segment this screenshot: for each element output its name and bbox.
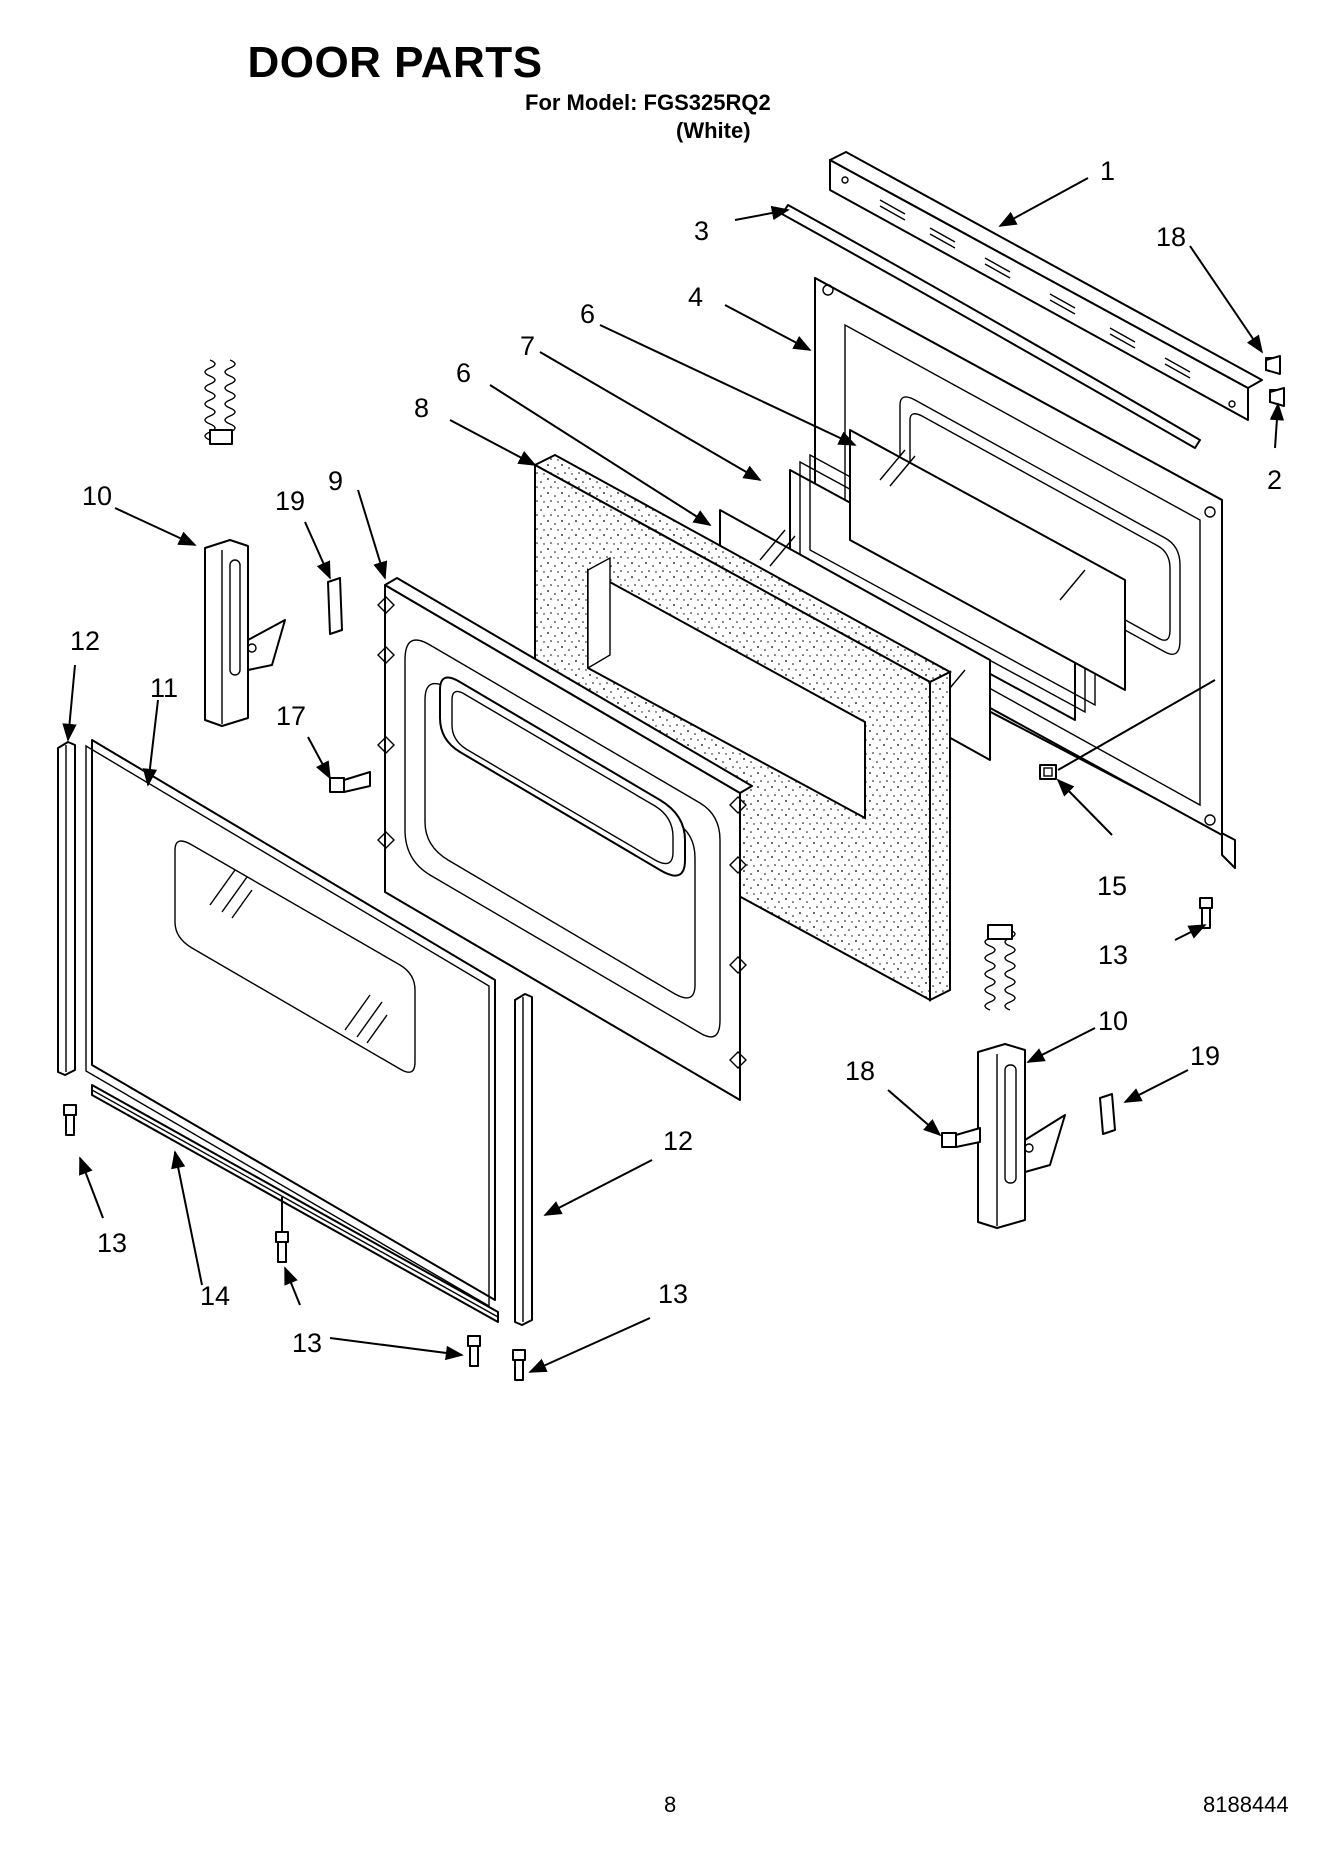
callout-leaders [62,177,1285,1373]
callout-11: 11 [150,673,178,703]
part-trim-strip [781,204,1201,449]
callout-numbers: 1 2 3 4 6 6 7 8 9 10 10 11 12 12 13 13 1… [70,156,1282,1358]
callout-6-upper: 6 [580,299,595,329]
part-screws-13 [63,897,1213,1381]
part-clip-19-left [327,577,343,635]
callout-19-left: 19 [275,486,305,516]
color-line: (White) [676,118,751,143]
part-screw-18-right [941,1127,981,1148]
callout-1: 1 [1100,156,1115,186]
part-insulation [532,453,953,1002]
callout-12-right: 12 [663,1126,693,1156]
callout-13-left: 13 [97,1228,127,1258]
callout-14: 14 [200,1281,230,1311]
part-hinge-left [204,359,286,727]
part-side-trim-left [57,741,76,1076]
callout-15: 15 [1097,871,1127,901]
callout-19-right: 19 [1190,1041,1220,1071]
part-screw-17 [329,771,371,793]
part-hinge-right [977,924,1066,1229]
part-bottom-trim [91,1084,499,1323]
callout-6-lower: 6 [456,358,471,388]
callout-18-bottom: 18 [845,1056,875,1086]
callout-2: 2 [1267,465,1282,495]
document-number: 8188444 [1203,1792,1289,1817]
part-side-trim-right [514,993,533,1326]
callout-9: 9 [328,466,343,496]
callout-10-left: 10 [82,481,112,511]
part-clip-15 [1039,764,1057,780]
page-title: DOOR PARTS [247,38,543,87]
callout-12-left: 12 [70,626,100,656]
callout-18-top: 18 [1156,222,1186,252]
part-vent-trim [829,151,1263,421]
callout-4: 4 [688,282,703,312]
callout-13-bottom-right: 13 [658,1279,688,1309]
part-clip-19-right [1099,1093,1116,1135]
part-door-liner [377,577,753,1101]
model-line: For Model: FGS325RQ2 [525,90,771,115]
part-screws-18-2-top [1265,355,1285,407]
callout-3: 3 [694,216,709,246]
page-number: 8 [664,1792,677,1817]
callout-7: 7 [520,331,535,361]
callout-13-right-top: 13 [1098,940,1128,970]
callout-13-bottom: 13 [292,1328,322,1358]
callout-8: 8 [414,393,429,423]
callout-17: 17 [276,701,306,731]
callout-10-right: 10 [1098,1006,1128,1036]
part-glass-upper [849,429,1126,691]
